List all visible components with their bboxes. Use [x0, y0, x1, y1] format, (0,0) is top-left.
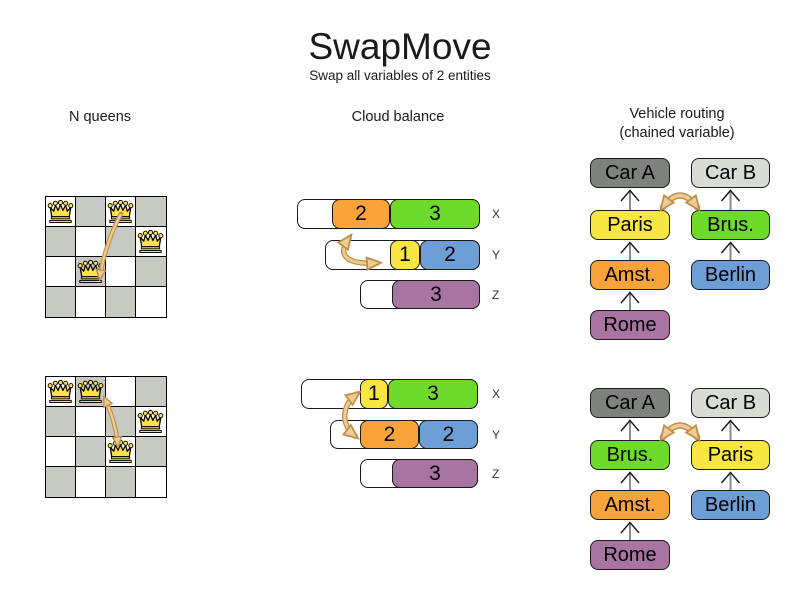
- queen-icon: [47, 199, 74, 229]
- board-cell: [76, 467, 106, 497]
- section-header-cloud-balance: Cloud balance: [351, 109, 445, 125]
- computer-label: X: [492, 207, 501, 221]
- board-cell: [46, 257, 76, 287]
- board-cell: [136, 377, 166, 407]
- board-cell: [46, 287, 76, 317]
- process-segment: 1: [390, 240, 420, 270]
- vehicle-node: Paris: [691, 440, 770, 470]
- board-cell: [106, 377, 136, 407]
- process-segment: 3: [392, 280, 480, 309]
- board-cell: [136, 467, 166, 497]
- queen-icon: [107, 199, 134, 229]
- process-segment: 3: [388, 379, 478, 409]
- page-subtitle: Swap all variables of 2 entities: [309, 68, 491, 83]
- queen-icon: [47, 379, 74, 409]
- queen-icon: [137, 409, 164, 439]
- vehicle-routing-header-line2: (chained variable): [619, 125, 735, 141]
- queen-crown: [137, 229, 164, 253]
- board-cell: [106, 407, 136, 437]
- board-cell: [106, 227, 136, 257]
- process-segment: 2: [420, 240, 480, 270]
- process-segment: 3: [392, 459, 478, 488]
- board-cell: [76, 287, 106, 317]
- computer-label: Y: [492, 427, 501, 442]
- process-segment: 2: [419, 420, 478, 449]
- board-cell: [136, 197, 166, 227]
- vehicle-node: Car B: [691, 158, 770, 188]
- section-header-nqueens: N queens: [68, 109, 132, 125]
- board-cell: [46, 407, 76, 437]
- vehicle-node: Brus.: [691, 210, 770, 240]
- nqueens-board-before: [45, 196, 167, 318]
- vehicle-node: Rome: [590, 540, 670, 570]
- computer-label: Y: [492, 248, 501, 262]
- vehicle-node: Brus.: [590, 440, 670, 470]
- process-segment: 1: [360, 379, 388, 409]
- computer-label: Z: [492, 466, 500, 481]
- queen-icon: [107, 439, 134, 469]
- vehicle-node: Berlin: [691, 490, 770, 520]
- queen-crown: [77, 259, 104, 283]
- queen-crown: [107, 199, 134, 223]
- process-segment: 3: [390, 199, 480, 229]
- board-cell: [76, 437, 106, 467]
- vehicle-node: Car A: [590, 388, 670, 418]
- board-cell: [46, 437, 76, 467]
- board-cell: [106, 257, 136, 287]
- process-segment: 2: [332, 199, 390, 229]
- queen-crown: [47, 199, 74, 223]
- board-cell: [136, 257, 166, 287]
- board-cell: [46, 467, 76, 497]
- board-cell: [136, 287, 166, 317]
- page-title: SwapMove: [308, 26, 492, 67]
- vehicle-node: Rome: [590, 310, 670, 340]
- queen-crown: [137, 409, 164, 433]
- board-cell: [76, 197, 106, 227]
- board-cell: [106, 287, 136, 317]
- queen-icon: [77, 259, 104, 289]
- vehicle-routing-header-line1: Vehicle routing: [629, 106, 725, 122]
- board-cell: [76, 407, 106, 437]
- queen-crown: [77, 379, 104, 403]
- queen-icon: [137, 229, 164, 259]
- board-cell: [76, 227, 106, 257]
- board-cell: [46, 227, 76, 257]
- process-segment: 2: [360, 420, 419, 449]
- vehicle-node: Car A: [590, 158, 670, 188]
- computer-label: X: [492, 387, 501, 401]
- vehicle-node: Berlin: [691, 260, 770, 290]
- queen-crown: [107, 439, 134, 463]
- queen-icon: [77, 379, 104, 409]
- computer-label: Z: [492, 287, 500, 302]
- nqueens-board-after: [45, 376, 167, 498]
- section-header-vehicle-routing: Vehicle routing (chained variable): [587, 105, 767, 143]
- vehicle-node: Amst.: [590, 490, 670, 520]
- vehicle-node: Car B: [691, 388, 770, 418]
- board-cell: [106, 467, 136, 497]
- vehicle-node: Paris: [590, 210, 670, 240]
- queen-crown: [47, 379, 74, 403]
- vehicle-node: Amst.: [590, 260, 670, 290]
- board-cell: [136, 437, 166, 467]
